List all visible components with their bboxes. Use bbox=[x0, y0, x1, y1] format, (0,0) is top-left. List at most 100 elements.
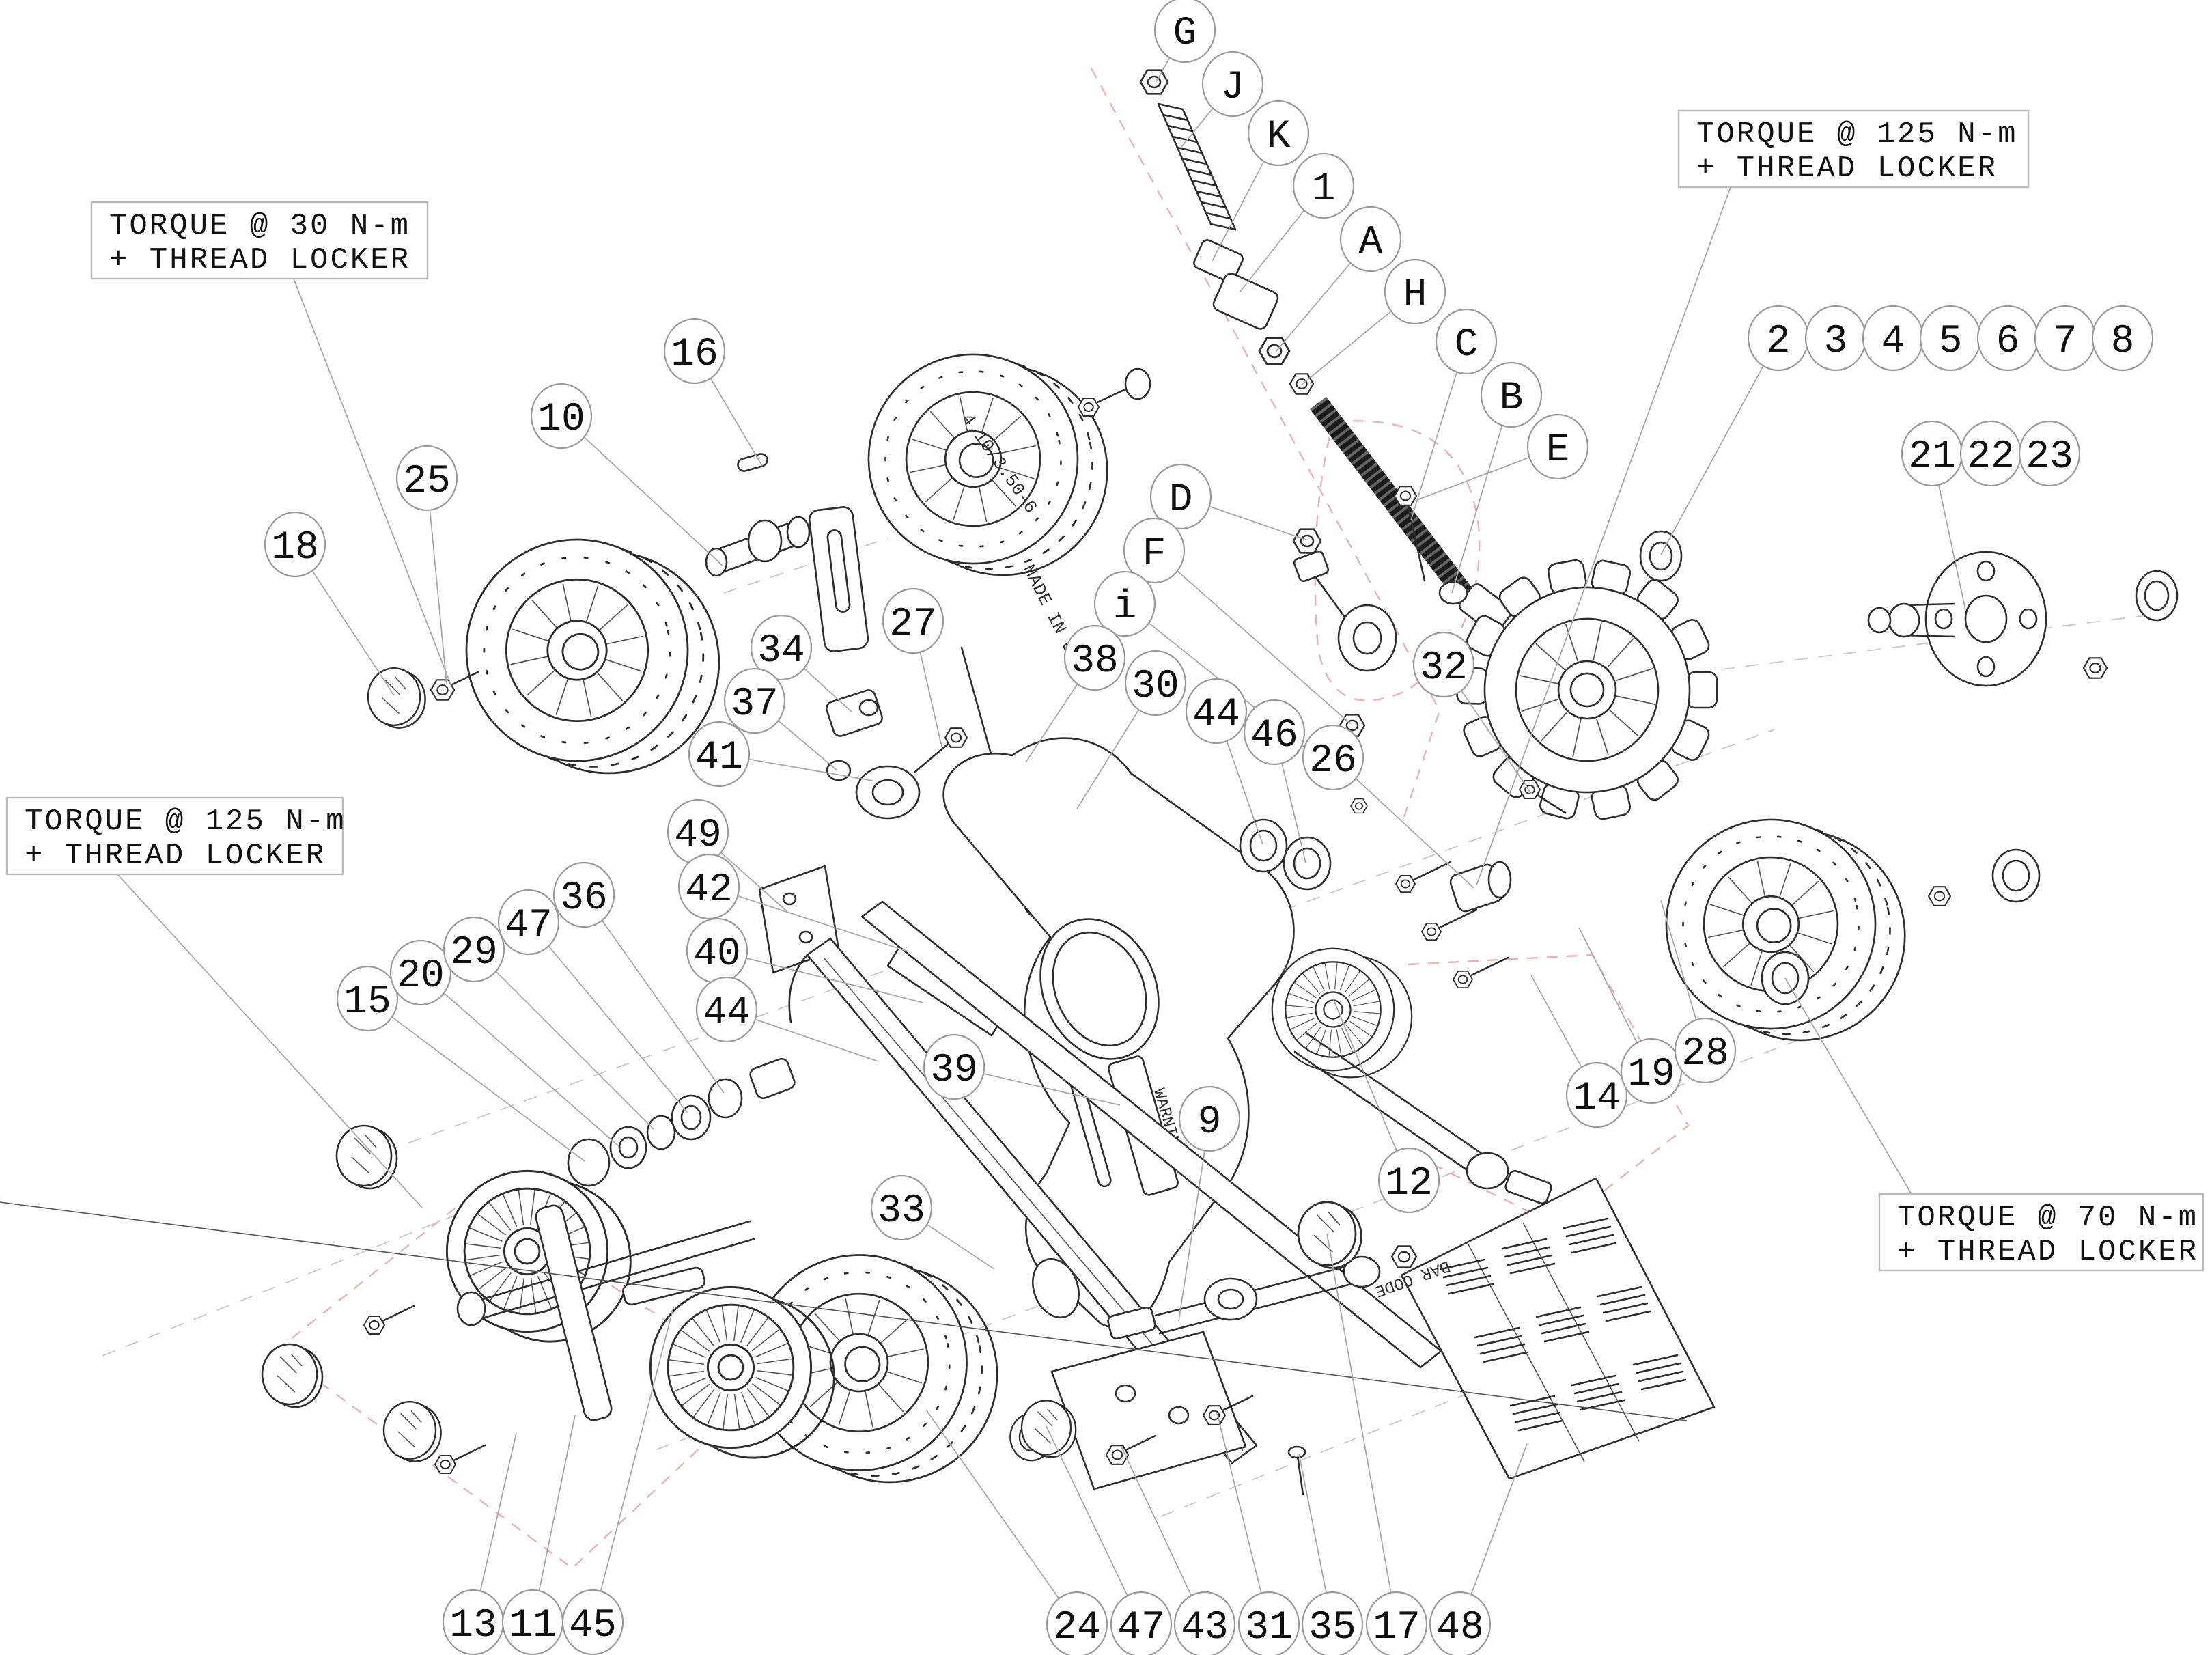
callout-9: 9 bbox=[1178, 1085, 1241, 1152]
annotation-torque-125-top: TORQUE @ 125 N-m+ THREAD LOCKER bbox=[1677, 109, 2030, 189]
callout-label: 36 bbox=[560, 876, 608, 921]
callout-7: 7 bbox=[2034, 305, 2097, 372]
callout-label: 48 bbox=[1436, 1606, 1484, 1650]
callout-39: 39 bbox=[923, 1033, 985, 1100]
callout-label: 39 bbox=[930, 1048, 978, 1093]
axle-flange-hub bbox=[1867, 551, 2179, 687]
callout-label: 33 bbox=[878, 1189, 925, 1234]
callout-label: 44 bbox=[703, 991, 751, 1035]
callout-label: 44 bbox=[1192, 693, 1240, 737]
callout-38: 38 bbox=[1063, 624, 1126, 691]
leader-line-12 bbox=[1332, 998, 1410, 1181]
callout-label: 47 bbox=[1117, 1606, 1165, 1650]
callout-label: 49 bbox=[674, 813, 722, 858]
callout-label: A bbox=[1359, 221, 1383, 265]
callout-i: i bbox=[1093, 570, 1156, 637]
callout-1: 1 bbox=[1292, 152, 1355, 219]
callout-4: 4 bbox=[1862, 305, 1924, 372]
callout-label: 17 bbox=[1373, 1606, 1420, 1650]
callout-label: 25 bbox=[403, 460, 451, 504]
callout-H: H bbox=[1384, 258, 1446, 325]
leader-line-20 bbox=[420, 972, 619, 1147]
callout-label: 38 bbox=[1071, 639, 1119, 684]
callout-label: 21 bbox=[1908, 435, 1956, 479]
callout-18: 18 bbox=[264, 511, 326, 578]
callout-3: 3 bbox=[1804, 305, 1867, 372]
callout-label: 4 bbox=[1881, 320, 1905, 364]
callout-label: 42 bbox=[685, 868, 733, 913]
callout-48: 48 bbox=[1429, 1591, 1492, 1655]
mid-idler-linkage bbox=[1239, 780, 1952, 1205]
callout-label: E bbox=[1546, 428, 1570, 473]
leader-line-17 bbox=[1326, 1233, 1397, 1625]
leader-line-torque-125-top bbox=[1476, 186, 1731, 886]
callout-16: 16 bbox=[663, 318, 726, 385]
callout-E: E bbox=[1526, 413, 1589, 480]
callout-46: 46 bbox=[1243, 699, 1306, 766]
callout-28: 28 bbox=[1674, 1017, 1737, 1084]
callout-G: G bbox=[1153, 0, 1216, 64]
callout-label: G bbox=[1173, 12, 1197, 56]
annotation-line1: TORQUE @ 70 N-m bbox=[1897, 1201, 2198, 1235]
callout-label: 11 bbox=[509, 1604, 557, 1648]
callout-label: 30 bbox=[1132, 665, 1179, 709]
callout-label: 16 bbox=[671, 333, 718, 377]
callout-31: 31 bbox=[1237, 1591, 1300, 1655]
callout-label: 40 bbox=[693, 932, 741, 977]
callout-label: K bbox=[1267, 115, 1291, 159]
annotation-torque-30: TORQUE @ 30 N-m+ THREAD LOCKER bbox=[90, 201, 429, 280]
leader-line-31 bbox=[1216, 1412, 1270, 1625]
rear-swing-arm: WARNING bbox=[942, 737, 1295, 1329]
callout-B: B bbox=[1480, 361, 1543, 428]
callout-label: 46 bbox=[1250, 714, 1298, 758]
callout-J: J bbox=[1201, 51, 1264, 117]
leader-line-43 bbox=[1121, 1446, 1205, 1625]
leader-line-29 bbox=[473, 949, 654, 1130]
callout-17: 17 bbox=[1365, 1591, 1428, 1655]
callout-19: 19 bbox=[1620, 1038, 1683, 1104]
fasteners-bottom bbox=[1009, 848, 2041, 1496]
callout-6: 6 bbox=[1976, 305, 2039, 372]
callout-30: 30 bbox=[1124, 650, 1187, 717]
bogie-wheel-cluster bbox=[261, 1124, 845, 1474]
callout-44: 44 bbox=[695, 976, 758, 1043]
callout-32: 32 bbox=[1412, 631, 1475, 698]
leader-line-15 bbox=[367, 998, 585, 1162]
callout-D: D bbox=[1149, 463, 1212, 530]
exploded-parts-illustration: 4.10/3.50-6 MADE IN USA bbox=[0, 69, 2179, 1508]
callout-C: C bbox=[1435, 308, 1498, 375]
annotation-line2: + THREAD LOCKER bbox=[25, 839, 326, 873]
rear-arm-axle bbox=[1107, 1245, 1418, 1340]
callout-label: 24 bbox=[1053, 1606, 1101, 1650]
leader-line-9 bbox=[1178, 1118, 1210, 1322]
callout-label: C bbox=[1455, 323, 1479, 367]
callout-22: 22 bbox=[1959, 420, 2022, 487]
callout-label: 19 bbox=[1627, 1053, 1675, 1097]
callout-47: 47 bbox=[497, 889, 560, 956]
callout-14: 14 bbox=[1565, 1061, 1628, 1128]
callout-label: F bbox=[1143, 532, 1166, 576]
annotation-line2: + THREAD LOCKER bbox=[109, 243, 410, 277]
leader-line-24 bbox=[925, 1409, 1078, 1625]
callout-41: 41 bbox=[688, 721, 751, 788]
callout-label: 15 bbox=[344, 980, 391, 1025]
leader-line-45 bbox=[592, 1307, 674, 1623]
callout-label: 37 bbox=[731, 682, 779, 727]
callout-label: 13 bbox=[449, 1604, 497, 1648]
callout-label: 43 bbox=[1181, 1606, 1229, 1650]
callout-33: 33 bbox=[870, 1174, 933, 1241]
leader-line-47 bbox=[528, 921, 688, 1113]
callout-49: 49 bbox=[667, 798, 729, 865]
callout-label: B bbox=[1500, 376, 1524, 421]
callout-A: A bbox=[1339, 206, 1402, 273]
callout-11: 11 bbox=[501, 1589, 564, 1655]
fasteners-top-left bbox=[367, 367, 1151, 729]
callout-8: 8 bbox=[2091, 305, 2154, 372]
callout-24: 24 bbox=[1046, 1591, 1108, 1655]
callout-2: 2 bbox=[1747, 305, 1810, 372]
callout-43: 43 bbox=[1173, 1591, 1236, 1655]
callout-label: 27 bbox=[889, 602, 937, 647]
leader-line-25 bbox=[426, 477, 447, 685]
annotation-line1: TORQUE @ 125 N-m bbox=[1696, 117, 2017, 152]
